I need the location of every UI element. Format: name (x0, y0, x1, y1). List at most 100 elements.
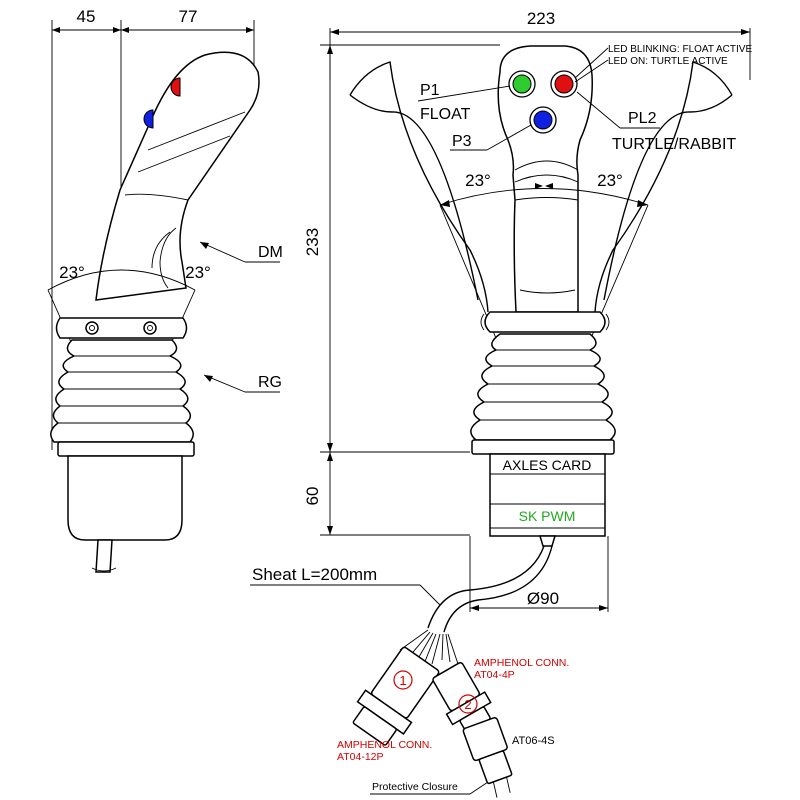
wire (447, 633, 459, 665)
label-pl2: PL2 (628, 110, 657, 127)
led-leader (574, 59, 609, 83)
conn-1-number: 1 (399, 673, 406, 688)
note-led-on: LED ON: TURTLE ACTIVE (608, 56, 728, 67)
connector-1-plug (352, 706, 397, 746)
front-angle-arc (439, 188, 649, 206)
p3-leader (486, 124, 532, 151)
trigger-outline (159, 227, 177, 289)
conn-2-number: 2 (464, 697, 471, 712)
wire (441, 633, 444, 661)
cable-line (443, 545, 553, 633)
label-at06: AT06-4S (512, 735, 555, 747)
mating-connector (462, 717, 513, 798)
right-wing-inner (603, 94, 733, 301)
label-pl2-turtle-rabbit: TURTLE/RABBIT (612, 136, 736, 153)
pl2-leader (576, 91, 621, 129)
arrow-icon (204, 375, 213, 382)
label-p1-float: FLOAT (420, 106, 471, 123)
front-view: 223 233 60 LED BLINKING: FLOAT A (250, 9, 752, 798)
grip-groove (137, 135, 231, 173)
side-cable (95, 539, 113, 573)
protective-leader (469, 781, 489, 795)
wire (431, 633, 441, 665)
pl2-turtle-rabbit-button-icon[interactable] (554, 74, 574, 94)
front-angle-right: 23° (597, 171, 623, 190)
at06-tail (478, 750, 513, 785)
side-bellows (50, 339, 194, 443)
label-amphenol-12p-line1: AMPHENOL CONN. (337, 739, 432, 751)
label-amphenol-4p-line2: AT04-4P (474, 669, 515, 681)
note-led-blinking: LED BLINKING: FLOAT ACTIVE (608, 44, 752, 55)
label-dm: DM (258, 244, 283, 261)
handle-neck (514, 160, 579, 171)
side-blue-button-icon (143, 109, 154, 129)
arrow-icon (200, 242, 209, 249)
label-rg: RG (258, 374, 282, 391)
cable-break (91, 567, 117, 572)
conn-1-badge (393, 670, 413, 690)
label-sk-pwm: SK PWM (519, 508, 576, 524)
label-axles-card: AXLES CARD (503, 457, 592, 473)
led-leader (574, 47, 609, 79)
sheat-leader (419, 584, 441, 606)
arrow-icon (470, 605, 479, 611)
screw-icon (143, 321, 157, 335)
closure-strap (492, 781, 498, 798)
side-collar (55, 317, 188, 339)
label-p1: P1 (420, 82, 440, 99)
arrow-icon (327, 526, 333, 535)
arrow-icon (741, 29, 750, 35)
side-angle-left: 23° (59, 263, 85, 282)
collar-end (605, 313, 610, 331)
grip-groove (124, 193, 189, 201)
p3-button-icon[interactable] (533, 110, 553, 130)
dim-height: 233 (303, 228, 322, 256)
side-angle-right: 23° (185, 263, 211, 282)
front-angle-left: 23° (465, 171, 491, 190)
dim-base-height: 60 (303, 487, 322, 506)
front-collar (484, 311, 606, 333)
handle-neck (514, 174, 579, 183)
front-handle (497, 45, 593, 313)
arrow-icon (113, 27, 121, 33)
arrow-icon (535, 183, 543, 189)
arrow-icon (246, 27, 254, 33)
collar-end (480, 313, 485, 331)
side-handle (95, 51, 260, 301)
screw-icon (89, 325, 95, 331)
grip-groove (147, 111, 246, 151)
arrow-icon (52, 27, 60, 33)
front-flange (471, 439, 615, 455)
front-base (489, 453, 606, 537)
arrow-icon (327, 45, 333, 54)
screw-icon (147, 325, 153, 331)
arrow-icon (327, 452, 333, 461)
p1-float-button-icon[interactable] (512, 74, 532, 94)
dim-diameter: Ø90 (527, 589, 559, 608)
arrow-icon (330, 29, 339, 35)
side-flange (57, 441, 195, 457)
side-base (67, 455, 183, 541)
arrow-icon (121, 27, 129, 33)
arrow-icon (440, 200, 450, 207)
label-p3: P3 (452, 133, 472, 150)
conn-2-badge (458, 694, 478, 714)
left-wing-inner (349, 94, 479, 301)
arrow-icon (637, 200, 648, 207)
dim-side-45: 45 (77, 7, 96, 26)
cable-line (427, 545, 545, 629)
arrow-icon (599, 605, 608, 611)
screw-icon (85, 321, 99, 335)
connector-1 (352, 646, 440, 746)
label-sheat: Sheat L=200mm (252, 565, 377, 584)
cable-gland (538, 535, 557, 547)
side-angle-arc (47, 269, 196, 291)
label-protective-closure: Protective Closure (372, 781, 458, 793)
label-amphenol-4p-line1: AMPHENOL CONN. (474, 657, 569, 669)
closure-strap (506, 776, 511, 793)
handle-neck (514, 197, 579, 201)
right-wing-outline (594, 61, 733, 313)
dim-width: 223 (527, 9, 555, 28)
arrow-icon (545, 183, 553, 189)
